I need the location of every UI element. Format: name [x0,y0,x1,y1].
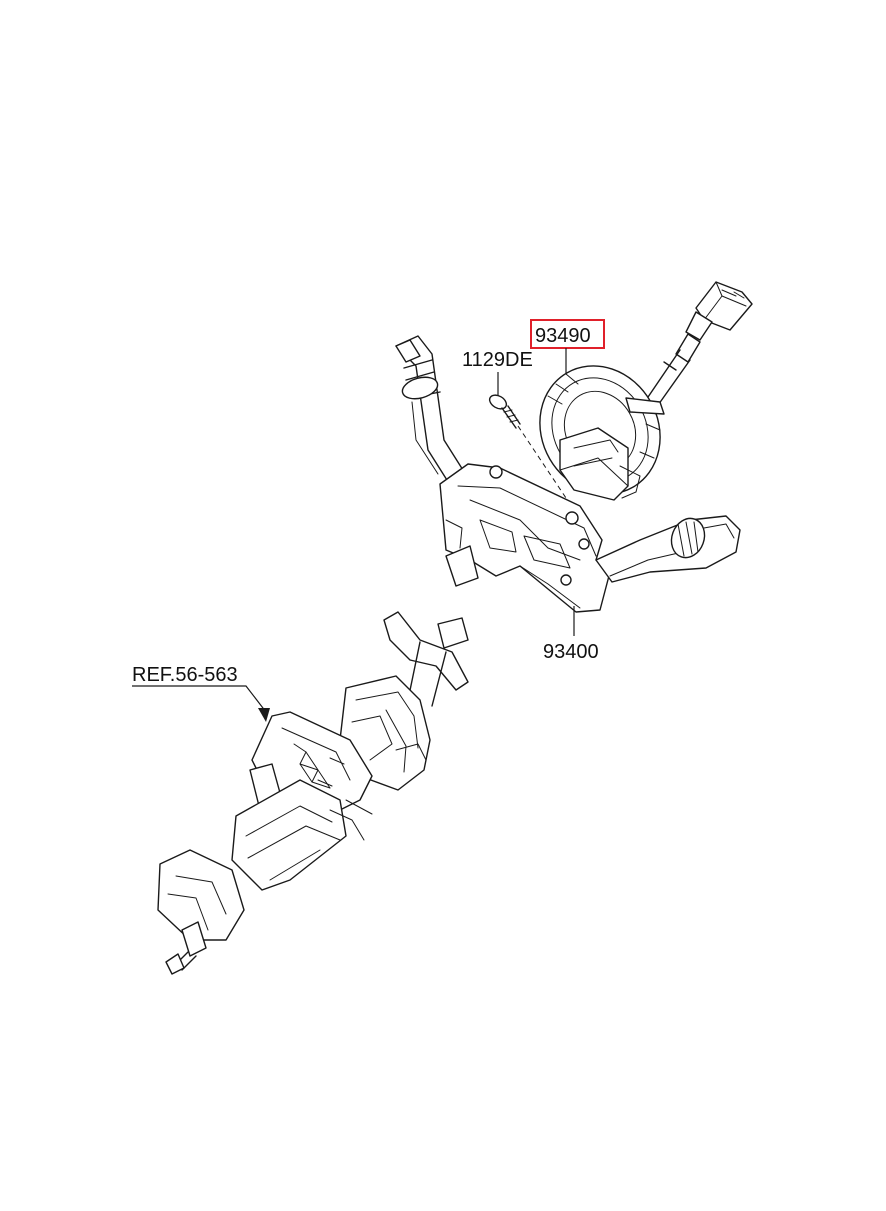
highlight-box [530,319,605,349]
label-ref-56-563[interactable]: REF.56-563 [132,664,238,686]
label-93400[interactable]: 93400 [543,641,599,663]
leader-ref-56-563 [132,685,267,713]
screw-part[interactable] [487,392,521,429]
clock-spring-harness [645,281,753,409]
label-1129de[interactable]: 1129DE [462,349,533,371]
label-93490[interactable]: 93490 [535,325,591,347]
clock-spring-part[interactable] [517,344,683,516]
screw-guide-line [517,425,575,511]
steering-column-assembly[interactable] [157,611,469,975]
leader-arrowhead [258,708,270,722]
multifunction-switch-part[interactable] [395,335,741,613]
